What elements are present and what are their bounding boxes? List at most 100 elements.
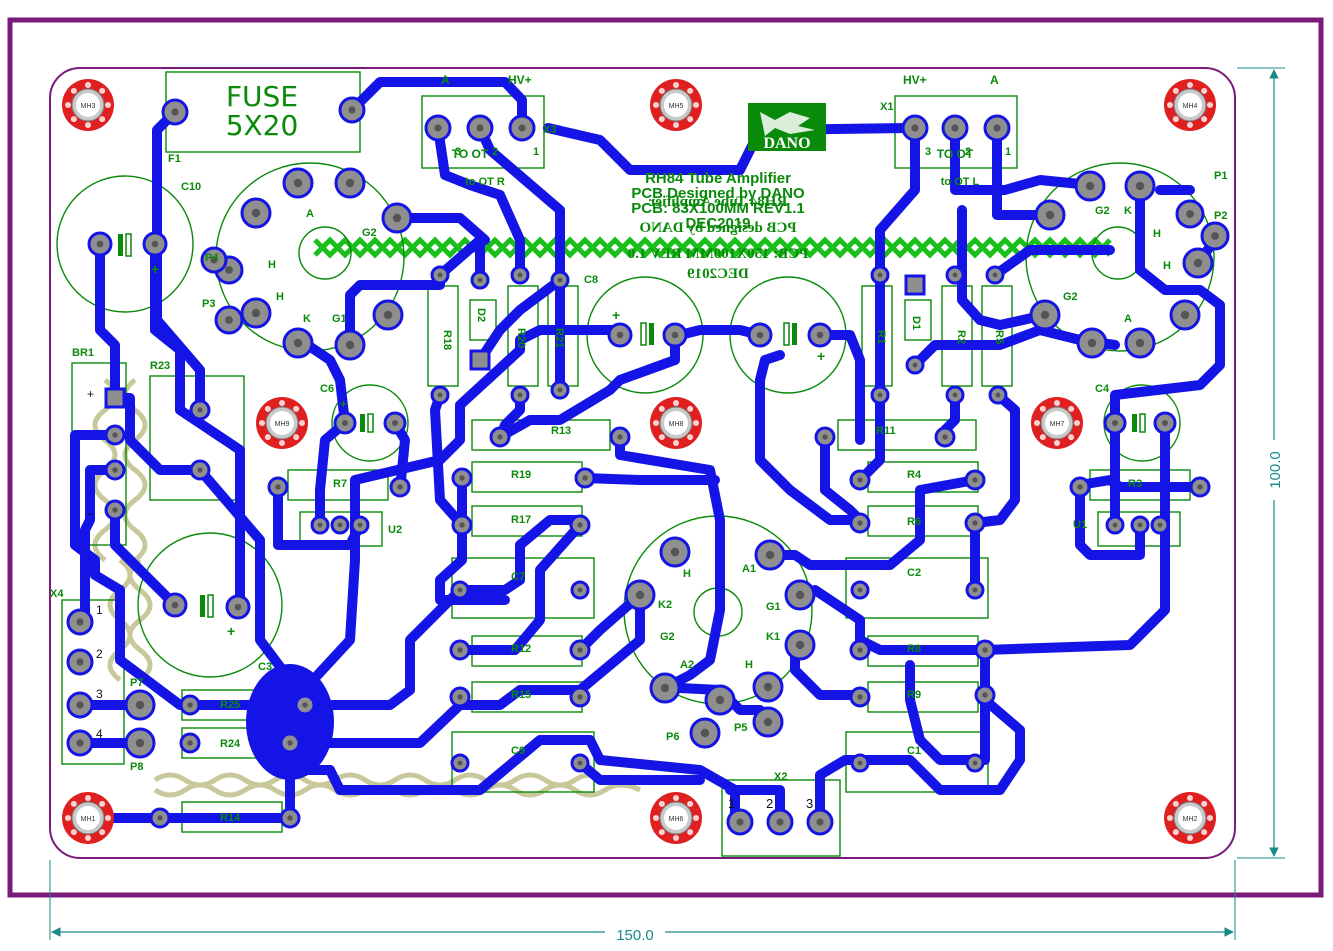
tube-right-pin-h2: H xyxy=(1163,260,1171,272)
ref-r4: R4 xyxy=(907,469,922,481)
pad-hole xyxy=(151,240,159,248)
pad-hole xyxy=(763,682,773,692)
pad-hole xyxy=(776,818,784,826)
ref-r14: R14 xyxy=(220,812,241,824)
pad-hole xyxy=(287,740,293,746)
mirrored-line-4: DEC2019 xyxy=(687,266,749,282)
pad-hole xyxy=(972,520,978,526)
ref-c9: C9 xyxy=(511,745,525,757)
pad-hole xyxy=(275,484,281,490)
x3-caption: TO OT xyxy=(452,147,489,161)
pad-hole xyxy=(995,392,1001,398)
tube-center-pin-h1: H xyxy=(745,659,753,671)
tube-left-pin-h2: H xyxy=(276,291,284,303)
pad-hole xyxy=(857,694,863,700)
pad-hole xyxy=(135,700,145,710)
tube-center-pin-k2: K2 xyxy=(658,599,672,611)
pad-hole xyxy=(1180,310,1190,320)
c-right-plus: + xyxy=(817,348,825,364)
pad-hole xyxy=(577,694,583,700)
pad-hole xyxy=(877,392,883,398)
pad-hole xyxy=(457,647,463,653)
pad-hole xyxy=(557,387,563,393)
pad-hole xyxy=(951,124,959,132)
pad-hole xyxy=(1077,484,1083,490)
pad-hole xyxy=(1193,258,1203,268)
c3-copper-area xyxy=(246,664,334,780)
pad-hole xyxy=(982,647,988,653)
pad-hole xyxy=(557,277,563,283)
logo-text: DANO xyxy=(763,135,810,152)
mount-hole-label: MH6 xyxy=(669,816,684,823)
x1-pin2: 2 xyxy=(965,146,971,158)
frame-border xyxy=(7,17,1324,898)
board-outline xyxy=(49,67,1236,859)
pad-hole xyxy=(1135,338,1145,348)
tube-center-pin-a1: A1 xyxy=(742,563,756,575)
x1-pin3: 3 xyxy=(925,146,931,158)
ref-c8: C8 xyxy=(584,274,598,286)
pad-hole xyxy=(972,477,978,483)
pad-hole xyxy=(1112,420,1118,426)
pad-hole xyxy=(342,420,348,426)
pad-hole xyxy=(942,434,948,440)
ref-p1: P1 xyxy=(1214,170,1227,182)
ref-r11: R11 xyxy=(876,425,896,437)
mount-hole: MH4 xyxy=(1164,79,1216,131)
pad-hole xyxy=(982,692,988,698)
pad-hole xyxy=(670,547,680,557)
mount-hole-label: MH5 xyxy=(669,103,684,110)
pad-hole xyxy=(337,522,343,528)
pad-hole xyxy=(383,310,393,320)
pad-hole xyxy=(765,550,775,560)
fuse-label-line2: 5X20 xyxy=(226,109,299,142)
pad-hole xyxy=(1085,181,1095,191)
x2-pin3: 3 xyxy=(806,796,813,811)
x1-ref: X1 xyxy=(880,101,893,113)
pad-hole xyxy=(992,272,998,278)
pad-hole xyxy=(397,484,403,490)
ref-r17: R17 xyxy=(511,514,531,526)
pad-hole xyxy=(187,702,193,708)
ref-c1: C1 xyxy=(907,745,921,757)
mount-hole-label: MH4 xyxy=(1183,103,1198,110)
x3-pin3: 3 xyxy=(455,146,461,158)
pad-hole xyxy=(1157,522,1163,528)
mount-hole-label: MH7 xyxy=(1050,421,1065,428)
pad-hole xyxy=(234,603,242,611)
pad-hole xyxy=(392,420,398,426)
pad-hole xyxy=(795,640,805,650)
x2-ref: X2 xyxy=(774,771,787,783)
pad-hole xyxy=(317,522,323,528)
pad-hole xyxy=(1197,484,1203,490)
heater-wire-green xyxy=(313,236,1112,259)
mount-hole: MH7 xyxy=(1031,397,1083,449)
x3-ref: X3 xyxy=(543,124,556,136)
ref-r12: R12 xyxy=(511,643,531,655)
fuse-label-line1: FUSE xyxy=(226,80,298,113)
pad-hole xyxy=(112,432,118,438)
pad-hole xyxy=(197,407,203,413)
pad-hole xyxy=(912,362,918,368)
pad-hole xyxy=(857,647,863,653)
mount-hole: MH6 xyxy=(650,792,702,844)
x4-pin3: 3 xyxy=(96,687,103,701)
ref-r5: R5 xyxy=(993,330,1005,344)
pad-hole xyxy=(76,701,84,709)
x1-caption: TO OT xyxy=(937,147,974,161)
pad-hole xyxy=(459,475,465,481)
pad-hole xyxy=(952,272,958,278)
pad-hole xyxy=(302,702,308,708)
pad-hole xyxy=(135,738,145,748)
tube-right-pin-k: K xyxy=(1124,205,1132,217)
pad-hole xyxy=(112,507,118,513)
pad-hole xyxy=(700,728,710,738)
pad-hole xyxy=(635,590,645,600)
pad-hole xyxy=(345,178,355,188)
c3-plus: + xyxy=(227,623,235,639)
mount-hole-label: MH1 xyxy=(81,816,96,823)
tube-center-pin-a2: A2 xyxy=(680,659,694,671)
pad-hole xyxy=(816,331,824,339)
tube-center-pin-g1: G1 xyxy=(766,601,781,613)
